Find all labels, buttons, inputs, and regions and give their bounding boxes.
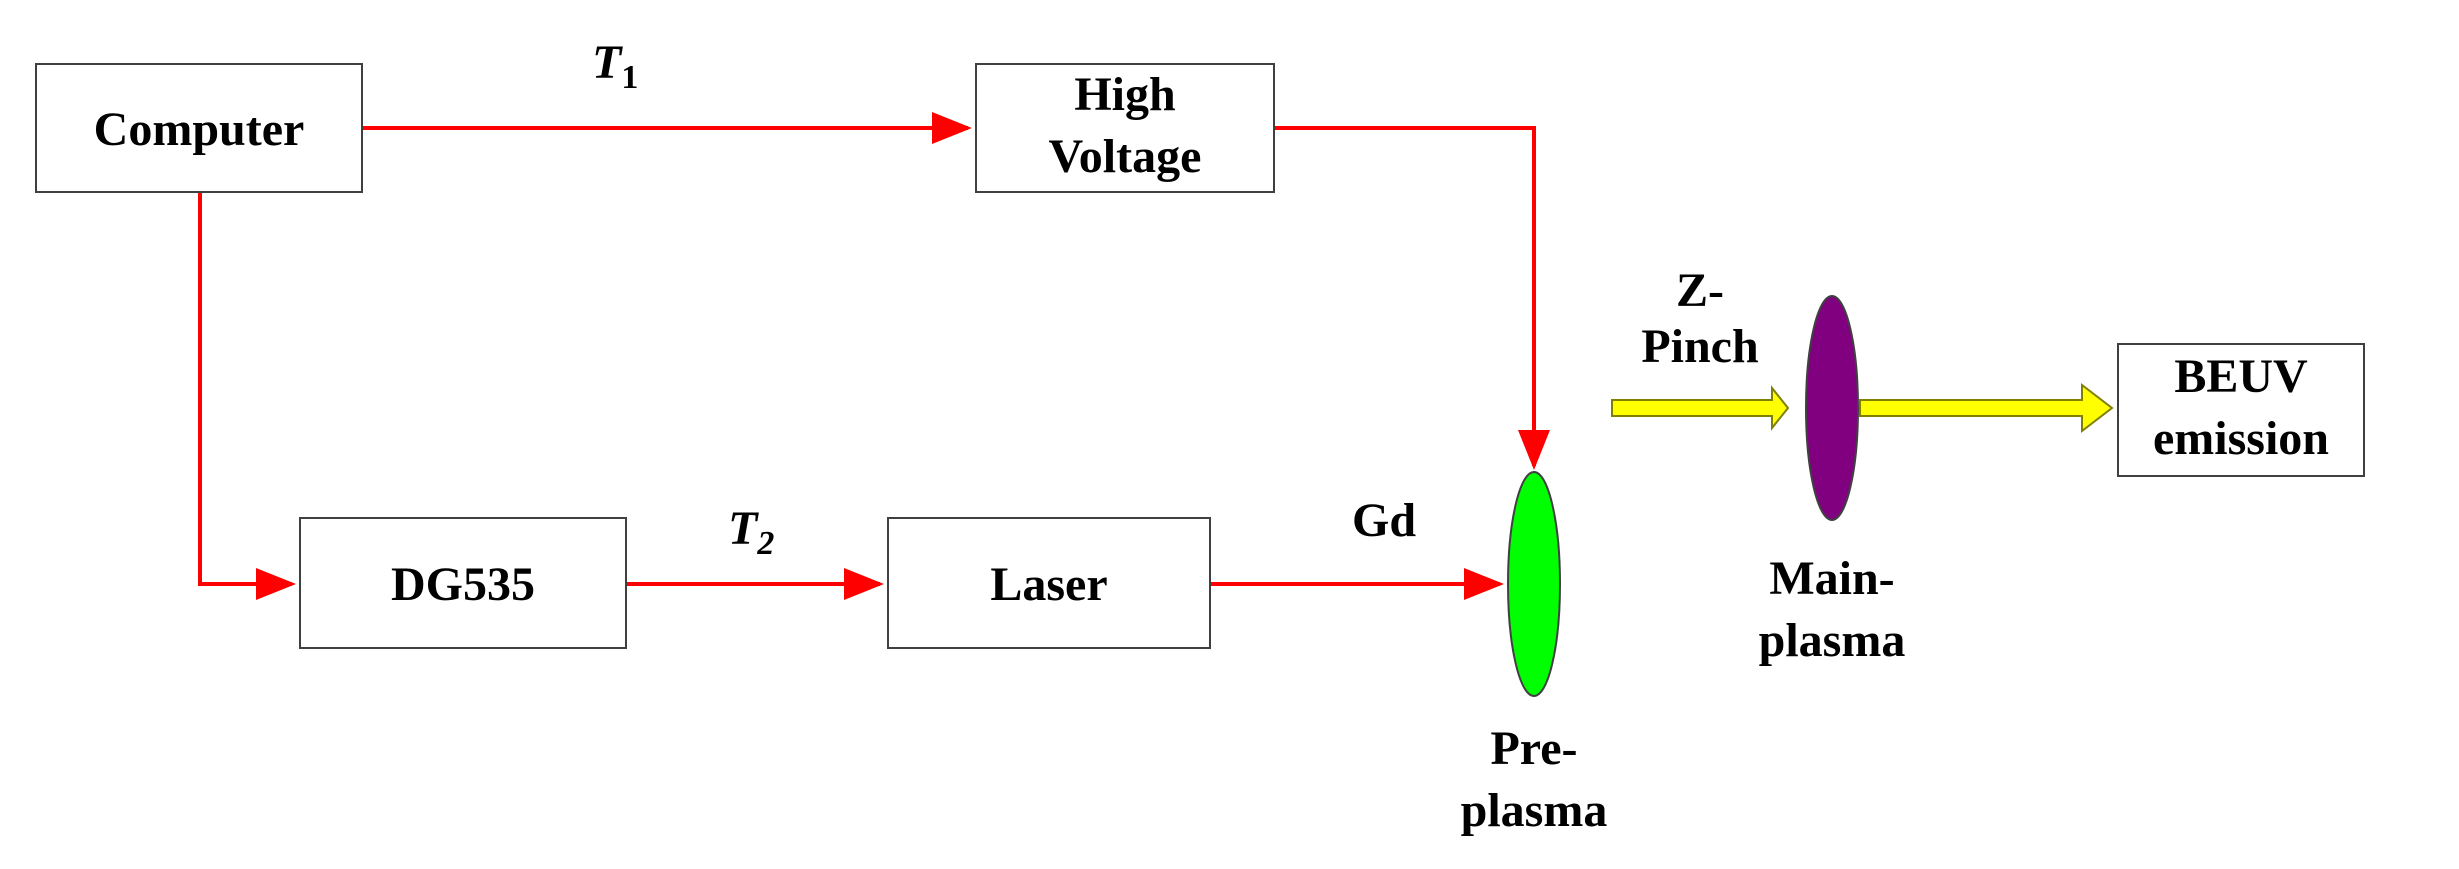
laser-label: Laser bbox=[990, 558, 1107, 611]
high-voltage-box bbox=[975, 63, 1275, 193]
computer-label: Computer bbox=[94, 103, 305, 156]
high-voltage-label-line2: Voltage bbox=[1049, 130, 1202, 183]
zpinch-arrow bbox=[1611, 385, 1790, 431]
beuv-label-line2: emission bbox=[2153, 412, 2329, 465]
high-voltage-label-line1: High bbox=[1074, 68, 1175, 121]
mainplasma-ellipse bbox=[1805, 295, 1859, 521]
laser-box bbox=[887, 517, 1211, 649]
mainplasma-label-line1: Main- bbox=[1769, 552, 1894, 605]
arrow-computer-to-dg535 bbox=[198, 192, 296, 600]
t1-main: T bbox=[592, 36, 623, 89]
beuv-emission-box bbox=[2117, 343, 2365, 477]
beuv-label-line1: BEUV bbox=[2174, 350, 2308, 403]
dg535-label: DG535 bbox=[391, 558, 535, 611]
t1-sub: 1 bbox=[621, 59, 638, 96]
mainplasma-label-line2: plasma bbox=[1759, 614, 1906, 667]
computer-box bbox=[35, 63, 363, 193]
t2-label: T2 bbox=[728, 502, 774, 562]
t2-sub: 2 bbox=[756, 525, 774, 562]
arrow-highvoltage-to-preplasma bbox=[1274, 126, 1550, 470]
t2-main: T bbox=[728, 502, 759, 555]
dg535-box bbox=[299, 517, 627, 649]
zpinch-label-line2: Pinch bbox=[1641, 320, 1758, 373]
preplasma-ellipse bbox=[1507, 471, 1561, 697]
zpinch-label-line1: Z- bbox=[1676, 264, 1724, 317]
yellow-arrows bbox=[1611, 382, 2114, 434]
preplasma-label-line2: plasma bbox=[1461, 784, 1608, 837]
preplasma-label-line1: Pre- bbox=[1490, 722, 1577, 775]
connectors bbox=[198, 112, 1550, 600]
gd-label: Gd bbox=[1352, 494, 1416, 547]
beuv-arrow bbox=[1859, 382, 2114, 434]
t1-label: T1 bbox=[592, 36, 638, 96]
